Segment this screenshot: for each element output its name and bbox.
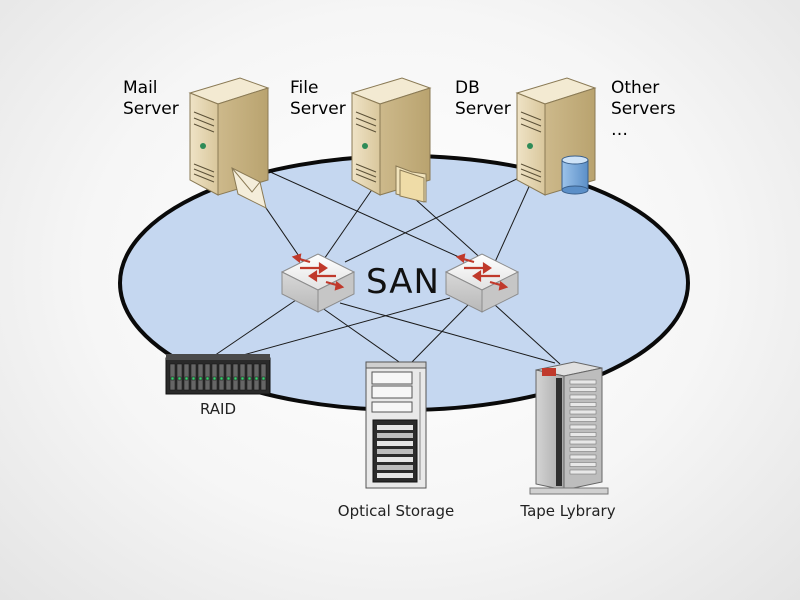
link-switch-right-raid xyxy=(224,297,451,361)
optical-slot xyxy=(377,441,413,446)
tape-slot xyxy=(569,402,597,407)
tape-slot xyxy=(569,409,597,415)
tape-library-label: Tape Lybrary xyxy=(520,502,616,520)
folder-icon xyxy=(395,165,427,203)
tape-slot xyxy=(569,469,597,475)
link-mail-switch-right xyxy=(247,161,471,263)
raid-led xyxy=(198,376,203,381)
tape-slot xyxy=(569,447,597,452)
network-switch-left[interactable] xyxy=(280,253,356,313)
mail-server[interactable] xyxy=(188,77,270,209)
file-server-label: File Server xyxy=(290,78,346,119)
tape-slot xyxy=(569,439,597,445)
link-db-switch-right xyxy=(494,179,533,263)
optical-slot xyxy=(377,449,413,454)
connection-lines xyxy=(204,161,561,365)
database-icon xyxy=(561,155,589,195)
link-switch-left-raid xyxy=(204,299,297,363)
optical-slot xyxy=(377,425,413,430)
raid-array-icon xyxy=(169,363,267,391)
link-switch-left-optical xyxy=(317,304,403,365)
db-server[interactable] xyxy=(515,77,597,196)
optical-storage[interactable] xyxy=(365,361,427,489)
file-server[interactable] xyxy=(350,77,432,203)
raid-led xyxy=(212,376,217,381)
raid-led xyxy=(177,376,182,381)
envelope-icon xyxy=(231,167,267,209)
raid-array[interactable] xyxy=(165,354,271,395)
tape-slot xyxy=(569,394,597,400)
tape-library[interactable] xyxy=(529,361,609,495)
raid-led xyxy=(205,376,210,381)
raid-led xyxy=(254,376,259,381)
tape-slot xyxy=(569,417,597,422)
raid-led xyxy=(184,376,189,381)
tape-slot xyxy=(569,424,597,430)
optical-slot xyxy=(377,433,413,438)
link-switch-right-tape xyxy=(494,304,561,365)
raid-led xyxy=(219,376,224,381)
optical-slot xyxy=(377,473,413,478)
link-db-switch-left xyxy=(344,174,526,263)
tape-slot xyxy=(569,379,597,385)
network-switch-right[interactable] xyxy=(444,253,520,313)
raid-led xyxy=(240,376,245,381)
tape-slot xyxy=(569,454,597,460)
raid-led xyxy=(233,376,238,381)
db-server-label: DB Server xyxy=(455,78,511,119)
tape-slot xyxy=(569,432,597,437)
raid-led xyxy=(247,376,252,381)
san-label: SAN xyxy=(366,262,440,302)
link-file-switch-left xyxy=(321,177,381,263)
tape-library-icon xyxy=(569,379,597,475)
tape-slot xyxy=(569,387,597,392)
raid-led xyxy=(191,376,196,381)
tape-slot xyxy=(569,462,597,467)
optical-slot xyxy=(377,465,413,470)
optical-storage-label: Optical Storage xyxy=(337,502,455,520)
link-switch-right-optical xyxy=(409,304,469,365)
network-switch-icon xyxy=(291,253,345,291)
other-servers-label: Other Servers … xyxy=(611,78,676,140)
raid-led xyxy=(170,376,175,381)
raid-led xyxy=(226,376,231,381)
optical-storage-icon xyxy=(371,371,418,483)
raid-led xyxy=(261,376,266,381)
network-switch-icon xyxy=(455,253,509,291)
mail-server-label: Mail Server xyxy=(123,78,179,119)
link-switch-left-tape xyxy=(339,302,556,364)
optical-slot xyxy=(377,457,413,462)
raid-label: RAID xyxy=(199,400,237,418)
